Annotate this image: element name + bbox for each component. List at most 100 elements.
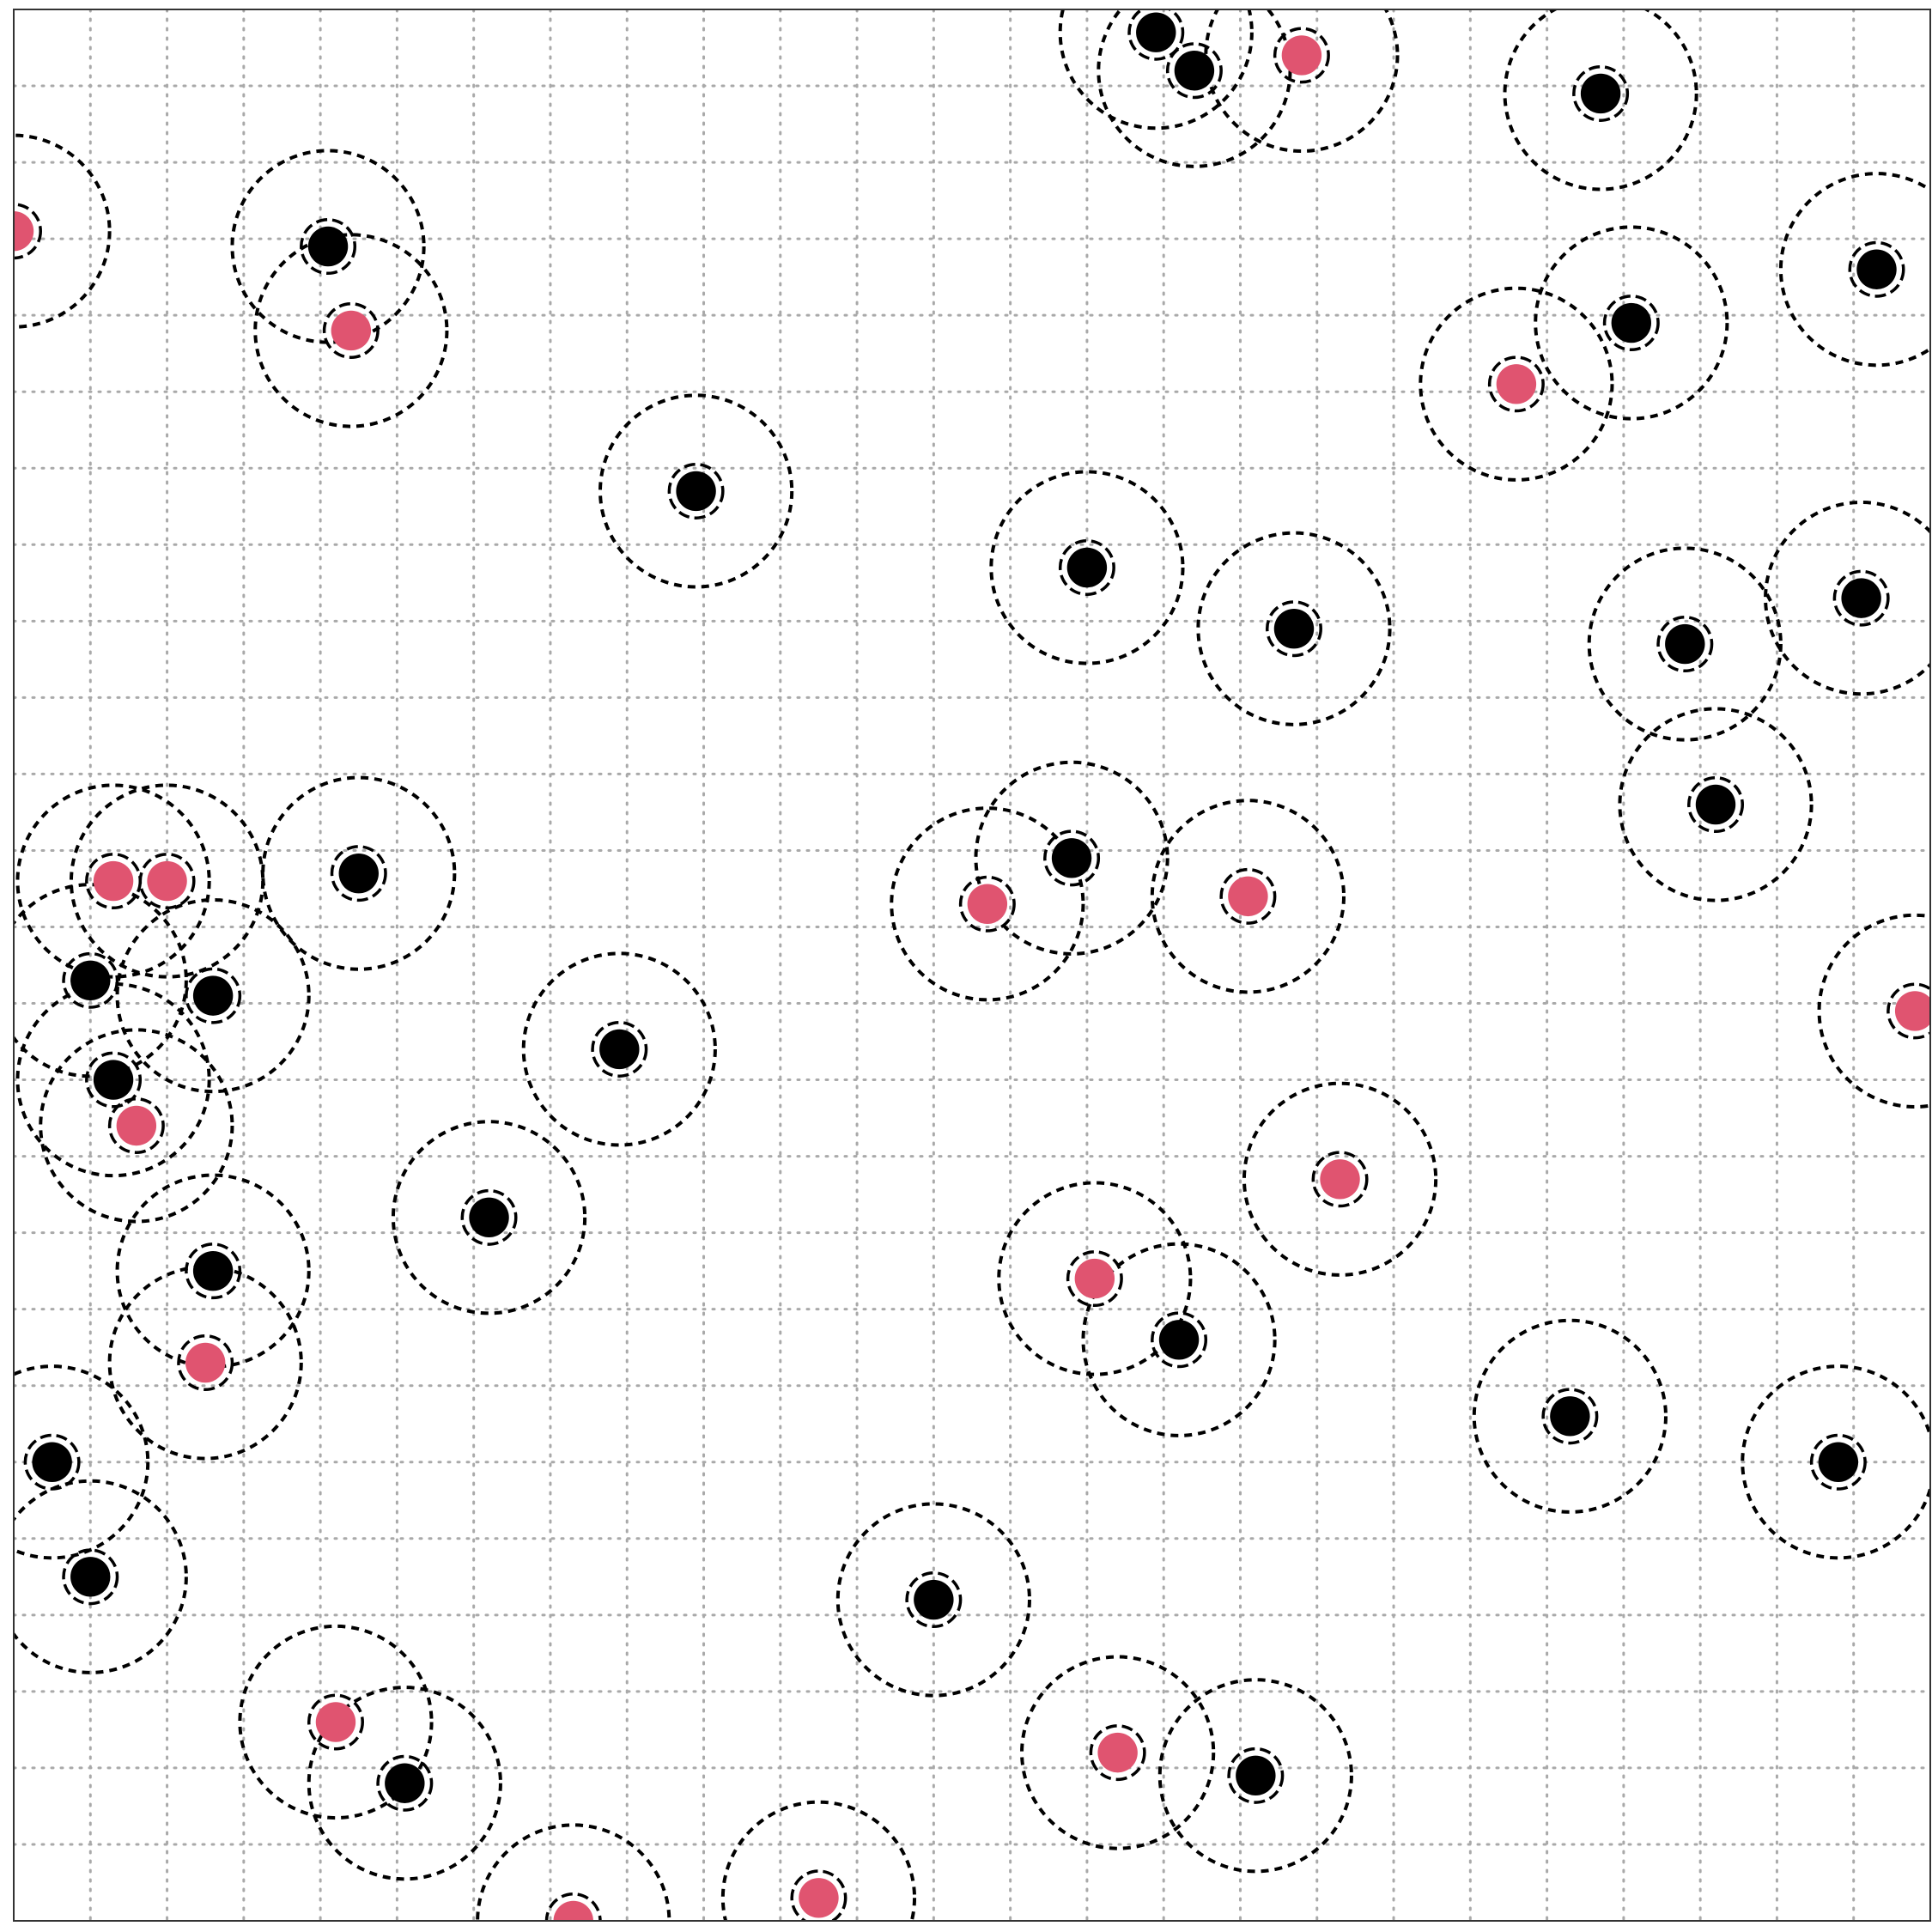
pink-point — [116, 1105, 157, 1146]
outer-range-ring — [39, 1028, 234, 1224]
inner-range-ring — [1886, 982, 1930, 1040]
outer-range-ring — [69, 783, 265, 979]
outer-range-ring — [15, 783, 211, 979]
black-point — [1818, 1442, 1859, 1482]
pink-point — [1894, 991, 1930, 1031]
black-point — [1174, 51, 1215, 91]
pink-point — [1097, 1732, 1138, 1773]
inner-range-ring — [1273, 27, 1330, 84]
black-point — [1273, 609, 1315, 649]
outer-range-ring — [238, 1624, 434, 1820]
outer-range-ring — [1150, 799, 1346, 994]
inner-range-ring — [905, 1571, 963, 1629]
outer-range-ring — [598, 393, 794, 589]
inner-range-ring — [1089, 1724, 1146, 1782]
outer-range-ring — [1503, 9, 1698, 191]
black-point — [70, 960, 111, 1001]
inner-range-ring — [1602, 295, 1660, 352]
inner-range-ring — [14, 203, 42, 260]
inner-range-ring — [1066, 1250, 1123, 1308]
inner-range-ring — [1572, 64, 1630, 122]
inner-range-ring — [591, 1020, 648, 1078]
inner-range-ring — [85, 1051, 143, 1109]
outer-range-ring — [1058, 9, 1254, 131]
black-point — [676, 471, 716, 512]
outer-range-ring — [1472, 1318, 1668, 1514]
black-point — [192, 975, 234, 1016]
inner-range-ring — [1219, 867, 1277, 925]
outer-range-ring — [115, 1173, 311, 1369]
inner-range-ring — [376, 1754, 434, 1812]
outer-range-ring — [14, 133, 112, 329]
inner-range-ring — [23, 1433, 81, 1491]
black-point — [914, 1579, 954, 1620]
outer-range-ring — [115, 898, 311, 1094]
outer-range-ring — [1419, 286, 1614, 482]
outer-range-ring — [720, 1800, 917, 1921]
outer-range-ring — [14, 1364, 150, 1560]
outer-range-ring — [974, 760, 1170, 956]
inner-range-ring — [1656, 616, 1714, 673]
inner-range-ring — [1043, 829, 1101, 887]
inner-range-ring — [1058, 538, 1115, 596]
inner-range-ring — [1127, 9, 1185, 61]
inner-range-ring — [307, 1693, 364, 1751]
outer-range-ring — [997, 1181, 1193, 1376]
outer-range-ring — [15, 981, 211, 1178]
outer-range-ring — [1204, 9, 1400, 153]
inner-range-ring — [1151, 1311, 1208, 1369]
inner-range-ring — [1311, 1151, 1369, 1208]
inner-range-ring — [300, 218, 357, 276]
pink-point — [315, 1702, 356, 1742]
inner-range-ring — [107, 1097, 165, 1154]
inner-range-ring — [330, 845, 387, 902]
black-point — [1841, 578, 1881, 618]
outer-range-ring — [989, 470, 1185, 665]
pink-point — [1281, 35, 1322, 76]
outer-range-ring — [890, 806, 1085, 1002]
black-point — [32, 1442, 72, 1482]
black-point — [1066, 547, 1108, 588]
inner-range-ring — [1832, 569, 1890, 627]
inner-range-ring — [62, 1548, 119, 1606]
pink-point — [1320, 1159, 1360, 1200]
outer-range-ring — [230, 149, 426, 344]
black-point — [469, 1197, 509, 1238]
inner-range-ring — [1265, 600, 1322, 658]
black-point — [1665, 623, 1705, 665]
pink-point — [799, 1878, 839, 1918]
pink-point — [1074, 1258, 1115, 1299]
outer-range-ring — [1157, 1678, 1353, 1874]
inner-range-ring — [62, 951, 119, 1009]
pink-point — [553, 1900, 593, 1921]
outer-range-ring — [1587, 546, 1783, 742]
pink-point — [1228, 876, 1268, 917]
inner-range-ring — [138, 853, 196, 910]
black-point — [1611, 302, 1652, 343]
black-point — [385, 1763, 425, 1803]
outer-range-ring — [14, 883, 188, 1078]
outer-range-ring — [1618, 707, 1814, 902]
black-point — [307, 226, 349, 267]
plot-frame — [13, 9, 1931, 1922]
inner-range-ring — [1487, 355, 1545, 413]
pink-point — [331, 310, 372, 351]
black-point — [338, 853, 379, 894]
black-point — [192, 1250, 234, 1291]
outer-range-ring — [1196, 531, 1392, 726]
inner-range-ring — [1541, 1388, 1599, 1445]
inner-range-ring — [322, 301, 380, 359]
inner-range-ring — [958, 875, 1016, 933]
inner-range-ring — [185, 967, 242, 1024]
outer-range-ring — [307, 1686, 502, 1881]
inner-range-ring — [1687, 776, 1745, 834]
outer-range-ring — [391, 1120, 587, 1315]
inner-range-ring — [185, 1242, 242, 1300]
pink-point — [1496, 364, 1537, 404]
outer-range-ring — [107, 1265, 303, 1461]
outer-range-ring — [521, 951, 717, 1147]
pink-point — [14, 211, 34, 252]
inner-range-ring — [460, 1188, 518, 1246]
